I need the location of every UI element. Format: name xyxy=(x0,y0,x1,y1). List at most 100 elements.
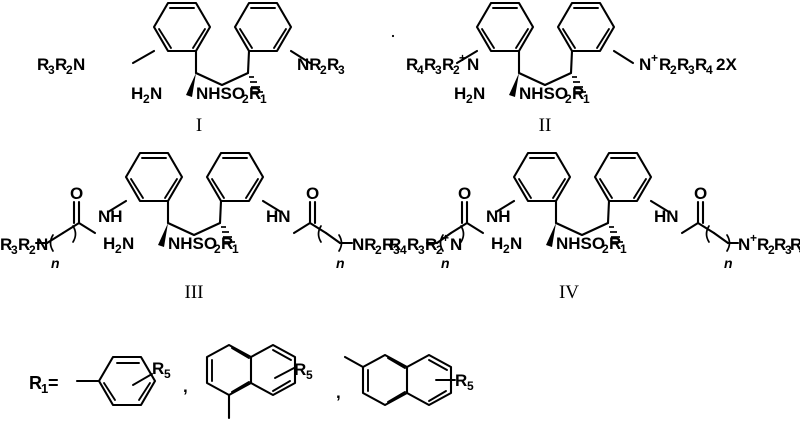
r1-option-naphthyl-2-structure: R 5 xyxy=(343,353,474,407)
svg-text:+: + xyxy=(459,51,466,65)
svg-text:R: R xyxy=(572,84,584,103)
structure-4-right-ring-nh-bond xyxy=(649,199,671,214)
svg-text:R: R xyxy=(659,55,671,74)
structure-4-sulfonamide-label: NHSO 2 R 1 xyxy=(556,234,627,256)
svg-text:1: 1 xyxy=(232,242,239,256)
structure-1-sulfonamide-hash xyxy=(249,76,263,93)
r1-prefix-label: R 1 = xyxy=(29,373,59,396)
svg-text:R: R xyxy=(424,55,436,74)
svg-text:2: 2 xyxy=(320,63,327,77)
svg-text:2: 2 xyxy=(503,242,510,256)
r1-option-naphthyl-1-label: R 5 xyxy=(294,360,313,382)
r1-option-phenyl-structure: R 5 xyxy=(75,355,171,407)
structure-2-left-ring-n-bond xyxy=(455,49,479,65)
svg-text:3: 3 xyxy=(48,63,55,77)
svg-text:2: 2 xyxy=(670,63,677,77)
r1-separator-1: , xyxy=(183,377,188,396)
svg-text:NHSO: NHSO xyxy=(196,84,245,103)
structure-4-center-amine-label: H 2 N xyxy=(491,234,522,256)
svg-text:R: R xyxy=(774,235,786,254)
structure-3-right-hn-label: HN xyxy=(266,207,291,226)
structure-3-center-amine-label: H 2 N xyxy=(103,234,134,256)
svg-text:R: R xyxy=(294,360,306,379)
structure-1-right-benzene-ring xyxy=(233,1,293,53)
svg-text:2: 2 xyxy=(375,243,382,257)
svg-text:3: 3 xyxy=(418,243,425,257)
svg-text:2: 2 xyxy=(768,243,775,257)
r1-separator-2: , xyxy=(336,383,341,402)
structure-2-right-ring-chain-bond xyxy=(569,49,574,75)
structure-2-right-ammonium-label: N + R 2 R 3 R 4 2X xyxy=(639,51,737,77)
structure-2-center-amine-label: H 2 N xyxy=(454,84,485,106)
svg-text:H: H xyxy=(454,84,466,103)
structure-3-sulfonamide-hash xyxy=(221,226,235,243)
svg-text:R: R xyxy=(152,359,164,378)
svg-text:2: 2 xyxy=(466,92,473,106)
svg-text:R: R xyxy=(757,235,769,254)
structure-1-left-benzene-ring xyxy=(152,1,212,53)
svg-text:R: R xyxy=(249,84,261,103)
r1-option-naphthyl-1-structure: R 5 xyxy=(205,343,313,420)
svg-text:=: = xyxy=(48,373,59,393)
structure-3-group: O O NH HN R 3 R 2 N n H 2 N NHSO 2 R xyxy=(0,151,400,303)
svg-text:R: R xyxy=(609,234,621,253)
structure-4-left-amide xyxy=(425,200,485,252)
structure-2-roman-label: II xyxy=(539,115,552,136)
svg-text:1: 1 xyxy=(620,242,627,256)
structure-3-left-ring-nh-bond xyxy=(106,199,128,214)
svg-text:N: N xyxy=(450,235,462,254)
structure-3-left-benzene-ring xyxy=(124,151,184,203)
structure-4-left-carbonyl-o: O xyxy=(458,184,471,203)
structure-1-left-ring-n-bond xyxy=(131,49,156,65)
svg-text:2: 2 xyxy=(436,243,443,257)
svg-text:N: N xyxy=(36,235,48,254)
svg-text:2: 2 xyxy=(242,92,249,106)
svg-text:R: R xyxy=(29,373,42,393)
structure-2-right-ring-n-bond xyxy=(612,49,635,65)
structure-2-sulfonamide-label: NHSO 2 R 1 xyxy=(519,84,590,106)
svg-text:N: N xyxy=(122,234,134,253)
svg-text:2: 2 xyxy=(143,92,150,106)
svg-text:N: N xyxy=(150,84,162,103)
svg-text:2: 2 xyxy=(29,243,36,257)
structure-2-left-benzene-ring xyxy=(475,1,535,53)
svg-text:3: 3 xyxy=(11,243,18,257)
structure-2-backbone xyxy=(517,71,573,87)
structure-4-left-ammonium-label: R 4 R 3 R 2 + N xyxy=(389,231,462,257)
svg-text:2: 2 xyxy=(565,92,572,106)
svg-text:R: R xyxy=(327,55,339,74)
svg-text:+: + xyxy=(750,231,757,245)
svg-text:N: N xyxy=(467,55,479,74)
svg-text:R: R xyxy=(406,55,418,74)
svg-text:NHSO: NHSO xyxy=(556,234,605,253)
svg-text:H: H xyxy=(131,84,143,103)
svg-text:5: 5 xyxy=(306,368,313,382)
structure-4-left-nh-label: NH xyxy=(486,207,511,226)
r1-definition-group: R 1 = R 5 , xyxy=(29,343,474,420)
svg-text:R: R xyxy=(442,55,454,74)
svg-text:3: 3 xyxy=(688,63,695,77)
svg-text:R: R xyxy=(55,55,67,74)
svg-text:5: 5 xyxy=(467,379,474,393)
structure-4-backbone xyxy=(554,221,610,237)
svg-text:4: 4 xyxy=(400,243,407,257)
structure-1-group: R 3 R 2 N H 2 N NHSO 2 R 1 NR 2 R 3 xyxy=(37,1,345,136)
svg-text:R: R xyxy=(382,235,394,254)
structure-1-left-amine-label: R 3 R 2 N xyxy=(37,55,85,77)
structure-4-right-carbonyl-o: O xyxy=(694,184,707,203)
structure-4-group: O O NH HN R 4 R 3 R 2 + N n H 2 N NHSO xyxy=(389,151,800,303)
svg-text:H: H xyxy=(491,234,503,253)
svg-text:H: H xyxy=(103,234,115,253)
svg-text:5: 5 xyxy=(164,367,171,381)
svg-text:4: 4 xyxy=(706,63,713,77)
svg-text:3: 3 xyxy=(785,243,792,257)
svg-text:2: 2 xyxy=(602,242,609,256)
svg-text:3: 3 xyxy=(338,63,345,77)
structure-4-left-ring-nh-bond xyxy=(494,199,516,214)
svg-text:2: 2 xyxy=(66,63,73,77)
structure-4-right-hn-label: HN xyxy=(654,207,679,226)
structure-1-right-amine-label: NR 2 R 3 xyxy=(297,55,345,77)
structure-4-roman-label: IV xyxy=(559,282,579,303)
structure-1-center-amine-label: H 2 N xyxy=(131,84,162,106)
structure-1-backbone xyxy=(194,71,250,87)
